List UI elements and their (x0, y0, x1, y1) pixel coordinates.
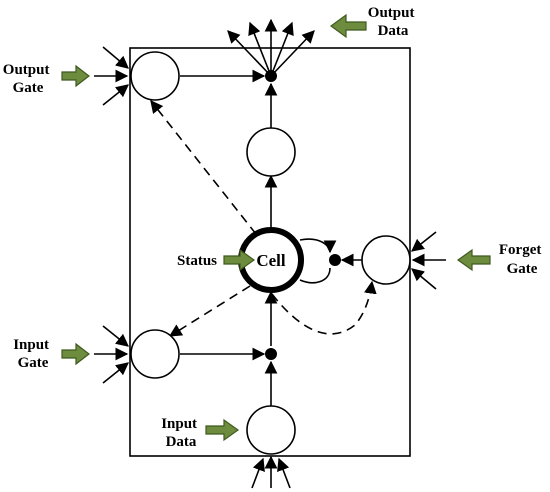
input-data-label: Input Data (161, 416, 201, 450)
output-gate-input-arrow-1 (102, 46, 129, 69)
output-multiplier-dot (265, 70, 277, 82)
output-data-green-arrow (329, 13, 367, 39)
forget-gate-input-arrow-1 (410, 231, 437, 252)
peephole-output-gate-line (150, 99, 257, 235)
peephole-input-gate-line (168, 285, 251, 337)
output-data-label: Output Data (368, 5, 418, 39)
input-data-green-arrow (205, 418, 240, 442)
output-data-arrow-5 (270, 30, 315, 77)
forget-gate-node (361, 235, 411, 285)
output-data-arrow-2 (248, 21, 272, 77)
status-label: Status (177, 253, 217, 269)
input-gate-label: Input Gate (13, 337, 53, 371)
input-squash-node (246, 405, 296, 455)
input-gate-node (130, 329, 180, 379)
output-squash-node (246, 127, 296, 177)
input-gate-input-arrow-3 (102, 362, 129, 384)
cell-label: Cell (256, 251, 286, 270)
output-gate-input-arrow-3 (102, 84, 129, 106)
output-gate-label: Output Gate (3, 62, 53, 96)
output-gate-green-arrow (61, 64, 90, 88)
output-data-arrow-4 (270, 21, 294, 77)
input-data-arrow-1 (251, 457, 265, 489)
output-data-arrow-1 (227, 30, 272, 77)
input-gate-green-arrow (61, 342, 90, 366)
forget-gate-label: Forget Gate (499, 242, 545, 277)
forget-multiplier-dot (329, 254, 341, 266)
input-data-arrow-3 (277, 457, 291, 489)
forget-gate-input-arrow-3 (411, 268, 437, 290)
status-green-arrow (223, 248, 256, 272)
peephole-forget-gate-line (271, 280, 377, 335)
input-gate-input-arrow-1 (102, 325, 129, 347)
input-multiplier-dot (265, 348, 277, 360)
forget-gate-green-arrow (456, 248, 491, 272)
recurrent-loop-return-line (299, 267, 331, 284)
output-gate-node (130, 51, 180, 101)
recurrent-loop-line (299, 238, 337, 254)
